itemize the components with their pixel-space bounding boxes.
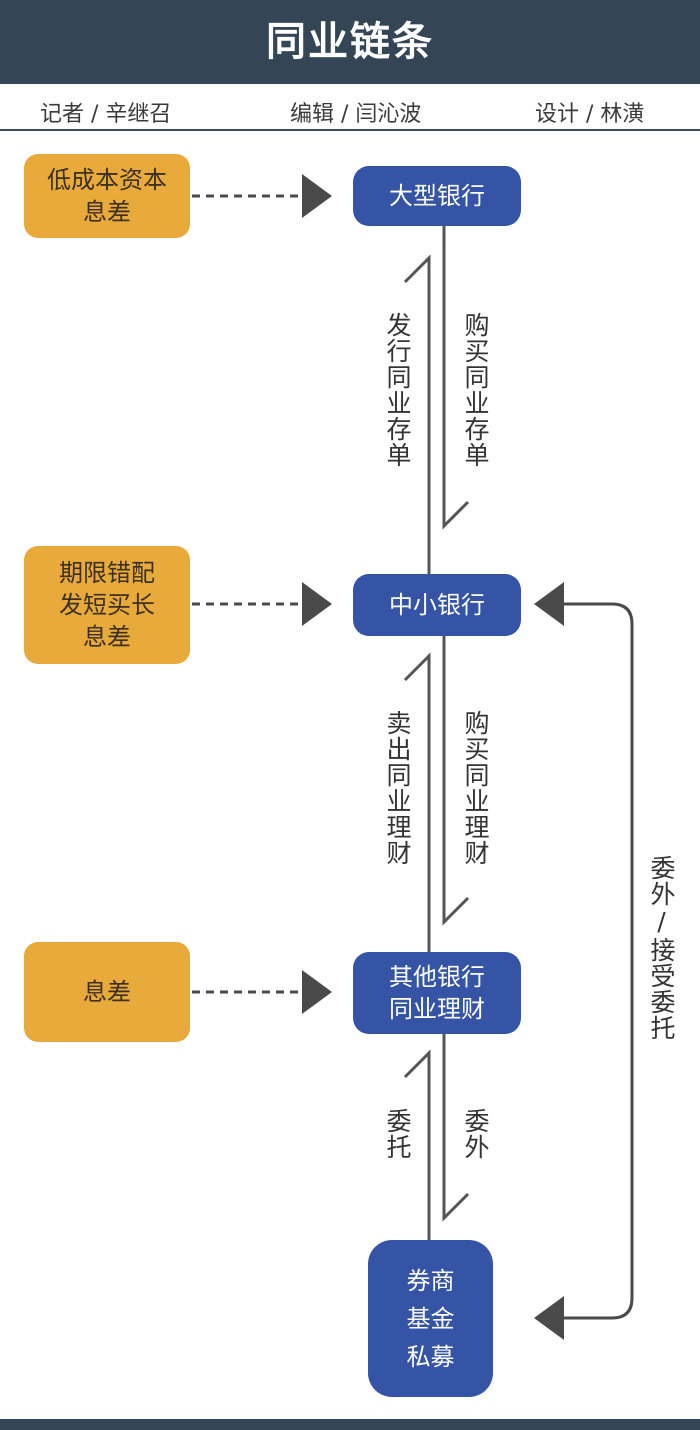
page-title: 同业链条 [266, 19, 434, 65]
flow-arrows-3 [403, 1034, 470, 1240]
motive-connector-2 [192, 582, 332, 626]
motive-connector-1 [192, 174, 332, 218]
credits-row: 记者 / 辛继召 编辑 / 闫沁波 设计 / 林潢 [0, 84, 700, 130]
flow-label-entrust: 委托 [383, 1108, 412, 1160]
flow-label-issue-ncd: 发行同业存单 [383, 312, 412, 468]
motive-connector-3 [192, 970, 332, 1014]
motive-box-spread: 息差 [24, 942, 190, 1042]
entity-label: 中小银行 [389, 591, 485, 619]
entity-label: 其他银行 同业理财 [389, 963, 485, 1023]
motive-box-maturity-mismatch: 期限错配 发短买长 息差 [24, 546, 190, 664]
arrow-right-icon [302, 970, 332, 1014]
down-arrow-line [442, 226, 470, 530]
side-loop-label: 委外/接受委托 [647, 855, 676, 1041]
flow-label-buy-wmp: 购买同业理财 [461, 710, 490, 866]
flow-arrows-1 [403, 226, 470, 574]
credit-designer: 设计 / 林潢 [535, 102, 645, 127]
footer-bar [0, 1419, 700, 1430]
down-arrow-line [442, 1034, 470, 1222]
credit-reporter: 记者 / 辛继召 [40, 102, 172, 127]
up-arrow-line [403, 1049, 431, 1240]
entity-other-banks-wmp: 其他银行 同业理财 [353, 952, 521, 1034]
up-arrow-line [403, 254, 431, 574]
motive-label: 期限错配 发短买长 息差 [59, 559, 155, 651]
flow-label-outsource: 委外 [461, 1108, 490, 1160]
side-loop-connector [534, 582, 634, 1340]
credit-divider [0, 129, 700, 131]
flow-label-buy-ncd: 购买同业存单 [461, 312, 490, 468]
entity-label: 大型银行 [389, 182, 485, 210]
credit-editor: 编辑 / 闫沁波 [290, 102, 422, 127]
entity-label: 券商 基金 私募 [406, 1266, 455, 1371]
down-arrow-line [442, 636, 470, 926]
motive-label: 低成本资本 息差 [47, 166, 167, 226]
arrow-right-icon [302, 174, 332, 218]
arrow-left-icon [534, 1296, 564, 1340]
flow-label-sell-wmp: 卖出同业理财 [383, 710, 412, 866]
motive-box-low-cost: 低成本资本 息差 [24, 154, 190, 238]
entity-small-medium-banks: 中小银行 [353, 574, 521, 636]
flow-arrows-2 [403, 636, 470, 952]
motive-label: 息差 [83, 978, 131, 1006]
up-arrow-line [403, 652, 431, 952]
arrow-left-icon [534, 582, 564, 626]
entity-brokers-funds-pe: 券商 基金 私募 [368, 1240, 493, 1397]
entity-large-banks: 大型银行 [353, 166, 521, 226]
loop-line [562, 602, 634, 1320]
arrow-right-icon [302, 582, 332, 626]
header-banner: 同业链条 [0, 0, 700, 84]
